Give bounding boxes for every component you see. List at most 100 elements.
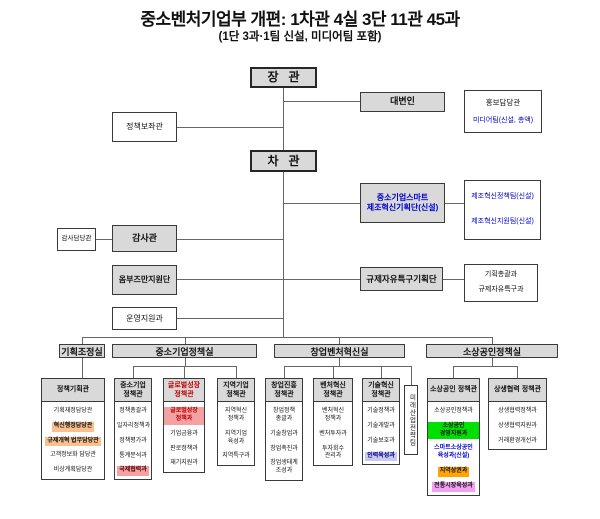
dept-item: 소상공인 경영지원과 bbox=[428, 421, 479, 440]
audit-officer-box: 감사담당관 bbox=[57, 228, 96, 251]
dept-column-microbiz-policy: 소상공인 정책관 소상공인정책과 소상공인 경영지원과 스마트소상공인 육성과(… bbox=[427, 378, 480, 496]
dept-column-tech-innovation: 기술혁신 정책관 기술정책과 기술개발과 기술보호과 인력육성과 bbox=[362, 378, 400, 466]
connector-line bbox=[492, 358, 493, 366]
connector-line bbox=[82, 337, 492, 338]
dept-item: 기업금융과 bbox=[170, 430, 198, 437]
dept-item: 인력육성과 bbox=[365, 451, 397, 462]
spokesperson-box: 대변인 bbox=[360, 92, 445, 112]
division-header-planning: 기획조정실 bbox=[59, 344, 105, 358]
dept-item: 통계분석과 bbox=[119, 452, 147, 459]
connector-line bbox=[236, 366, 237, 378]
dept-item: 기술창업과 bbox=[270, 430, 298, 437]
connector-line bbox=[133, 366, 134, 378]
dept-column-regional-biz: 지역기업 정책관 지역혁신 정책과 지역기업 육성과 지역특구과 bbox=[217, 378, 255, 467]
dept-item: 상생협력지원과 bbox=[498, 422, 537, 429]
dept-item: 재기지원과 bbox=[170, 460, 198, 467]
connector-line bbox=[339, 337, 340, 344]
pr-officer-label: 홍보담당관 bbox=[485, 97, 521, 107]
regulation-zone-team-label: 규제자유특구과 bbox=[478, 286, 524, 294]
connector-line bbox=[284, 366, 285, 378]
connector-line bbox=[82, 358, 83, 378]
page-title: 중소벤처기업부 개편: 1차관 4실 3단 11관 45과 bbox=[140, 10, 460, 29]
connector-line bbox=[492, 337, 493, 344]
dept-item: 벤처투자과 bbox=[319, 430, 347, 437]
ombudsman-box: 옴부즈만지원단 bbox=[112, 265, 177, 295]
dept-item: 거래환경개선과 bbox=[498, 437, 537, 444]
dept-column-venture-innovation: 벤처혁신 정책관 벤처혁신 정책과 벤처투자과 투자회수 관리과 bbox=[313, 378, 353, 467]
dept-column-startup-promotion: 창업진흥 정책관 창업정책 총괄과 기술창업과 창업촉진과 창업생태계 조성과 bbox=[265, 378, 303, 481]
connector-line bbox=[177, 279, 360, 280]
operation-support-box: 운영지원과 bbox=[112, 307, 177, 330]
dept-item: 지역상권과 bbox=[437, 466, 470, 477]
dept-item: 지역기업 육성과 bbox=[224, 430, 248, 445]
auditor-box: 감사관 bbox=[112, 225, 177, 252]
connector-line bbox=[517, 366, 518, 378]
dept-column-sme-policy: 중소기업 정책관 정책총괄과 일자리정책과 정책평가과 통계분석과 국제협력과 bbox=[114, 378, 152, 481]
connector-line bbox=[82, 337, 83, 344]
connector-line bbox=[283, 88, 284, 150]
column-header: 벤처혁신 정책관 bbox=[314, 379, 352, 403]
policy-advisor-box: 정책보좌관 bbox=[112, 112, 177, 142]
dept-item: 기술개발과 bbox=[367, 422, 395, 429]
pr-officer-box: 홍보담당관 미디어팀(신설, 총액) bbox=[464, 90, 542, 133]
smart-mfg-group-box: 중소기업스마트 제조혁신기획단(신설) bbox=[360, 183, 445, 223]
connector-line bbox=[333, 366, 334, 378]
dept-item: 글로벌성장 정책과 bbox=[164, 407, 204, 425]
column-header: 상생협력 정책관 bbox=[489, 379, 546, 402]
dept-item: 소상공인정책과 bbox=[434, 408, 473, 414]
dept-item: 지역특구과 bbox=[222, 453, 250, 460]
dept-item: 판로정책과 bbox=[170, 445, 198, 452]
dept-column-global-growth: 글로벌성장 정책관 글로벌성장 정책과 기업금융과 판로정책과 재기지원과 bbox=[163, 378, 205, 474]
column-header: 중소기업 정책관 bbox=[115, 379, 151, 403]
connector-line bbox=[177, 239, 283, 240]
dept-item: 벤처혁신 정책과 bbox=[321, 408, 345, 422]
dept-item: 국제협력과 bbox=[117, 466, 149, 477]
dept-item: 전통시장육성과 bbox=[432, 481, 475, 492]
connector-line bbox=[184, 366, 185, 378]
dept-item: 기획재정담당관 bbox=[53, 408, 93, 414]
dept-item: 정책평가과 bbox=[119, 437, 147, 444]
dept-item: 기술보호과 bbox=[367, 437, 395, 444]
dept-item: 창업촉진과 bbox=[270, 445, 298, 452]
connector-line bbox=[453, 366, 454, 378]
dept-item: 창업생태계 조성과 bbox=[270, 460, 298, 475]
dept-item: 지역혁신 정책과 bbox=[224, 408, 248, 422]
dept-item: 상생협력정책과 bbox=[498, 408, 537, 414]
regulation-group-box: 규제자유특구기획단 bbox=[360, 267, 443, 291]
column-header: 글로벌성장 정책관 bbox=[164, 379, 204, 403]
dept-item: 혁신행정담당관 bbox=[51, 421, 95, 432]
dept-item: 일자리정책과 bbox=[117, 422, 151, 429]
mfg-support-team-label: 제조혁신지원팀(신설) bbox=[471, 218, 534, 226]
connector-line bbox=[177, 127, 283, 128]
column-header: 정책기획관 bbox=[42, 379, 104, 402]
dept-item: 창업정책 총괄과 bbox=[272, 408, 296, 422]
connector-line bbox=[283, 203, 360, 204]
connector-line bbox=[185, 337, 186, 344]
dept-item: 기술정책과 bbox=[367, 408, 395, 415]
smart-mfg-teams-box: 제조혁신정책팀(신설) 제조혁신지원팀(신설) bbox=[464, 180, 541, 240]
connector-line bbox=[284, 366, 411, 367]
page-subtitle: (1단 3과·1팀 신설, 미디어팀 포함) bbox=[218, 31, 382, 43]
connector-line bbox=[283, 172, 284, 338]
dept-item: 고객정보화 담당관 bbox=[50, 452, 96, 459]
division-header-microbiz: 소상공인정책실 bbox=[426, 344, 558, 358]
dept-item: 정책총괄과 bbox=[119, 408, 147, 415]
connector-line bbox=[453, 366, 517, 367]
column-header: 지역기업 정책관 bbox=[218, 379, 254, 403]
vertical-team-box: 미래산업전략팀 bbox=[404, 385, 418, 455]
regulation-teams-box: 기획총괄과 규제자유특구과 bbox=[464, 264, 538, 302]
dept-item: 스마트소상공인 육성과(신설) bbox=[434, 445, 473, 460]
mfg-policy-team-label: 제조혁신정책팀(신설) bbox=[471, 193, 534, 201]
connector-line bbox=[443, 279, 464, 280]
connector-line bbox=[96, 239, 112, 240]
minister-box: 장 관 bbox=[250, 67, 317, 88]
vice-minister-box: 차 관 bbox=[250, 150, 317, 172]
connector-line bbox=[185, 358, 186, 366]
column-header: 창업진흥 정책관 bbox=[266, 379, 302, 403]
dept-item: 비상계획담당관 bbox=[53, 467, 93, 474]
planning-team-label: 기획총괄과 bbox=[484, 271, 518, 279]
division-header-sme: 중소기업정책실 bbox=[112, 344, 257, 358]
connector-line bbox=[283, 101, 360, 102]
dept-column-mutual-growth: 상생협력 정책관 상생협력정책과 상생협력지원과 거래환경개선과 bbox=[488, 378, 547, 451]
